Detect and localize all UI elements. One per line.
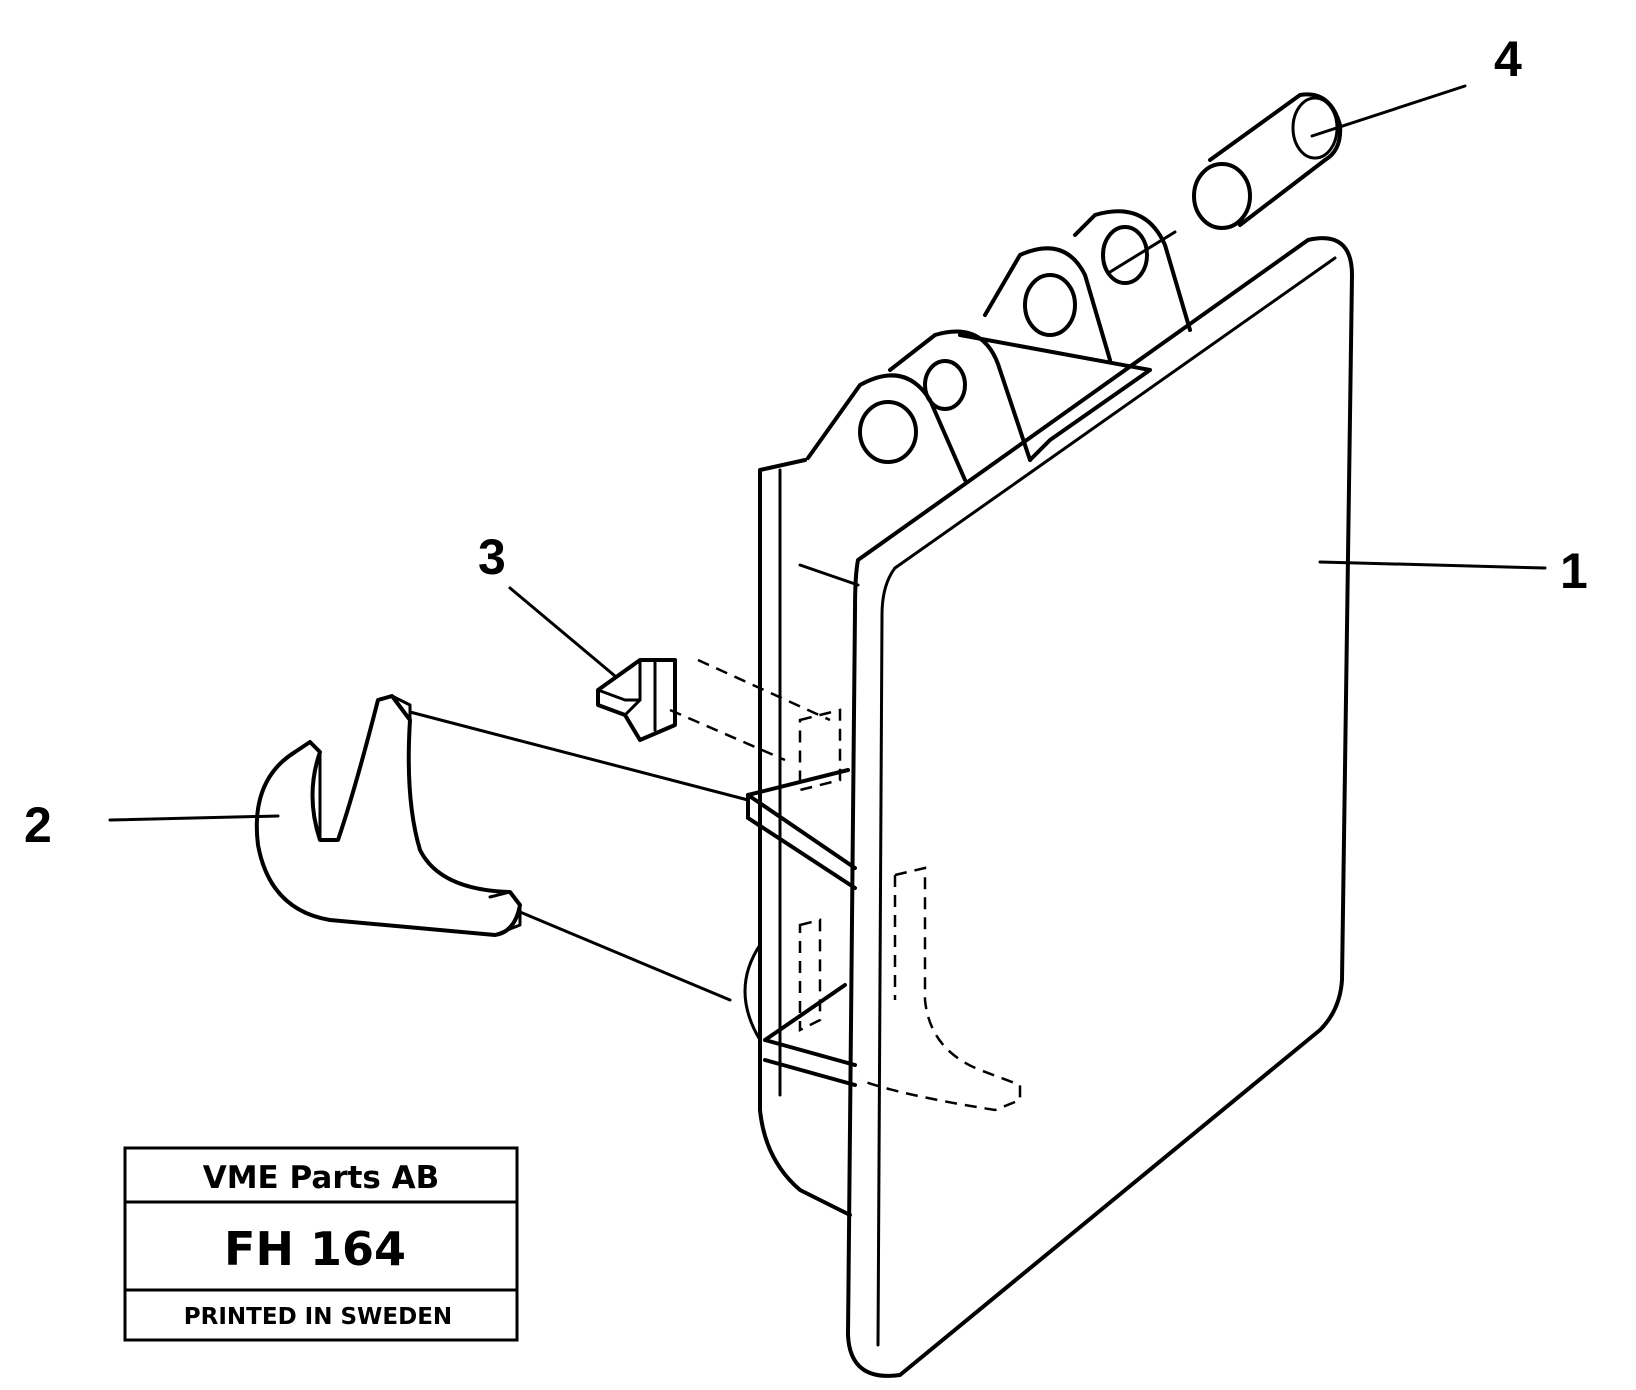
bracket-hole-right-2 xyxy=(1101,225,1149,285)
leader-3 xyxy=(508,586,617,678)
callout-1: 1 xyxy=(1560,543,1588,599)
guide-hook-bottom xyxy=(518,910,732,1002)
callout-3: 3 xyxy=(478,529,506,585)
bracket-hole-left xyxy=(858,400,918,464)
bracket-ear-right-1 xyxy=(983,246,1112,362)
frame-crossbar-2 xyxy=(763,983,857,1087)
plate-inner-edge xyxy=(893,256,1337,570)
pin-far-cap xyxy=(1291,96,1339,160)
title-box: VME Parts AB FH 164 PRINTED IN SWEDEN xyxy=(123,1146,519,1342)
company-name: VME Parts AB xyxy=(203,1160,440,1196)
block-outline xyxy=(596,658,677,742)
hook-tip-left xyxy=(293,740,322,842)
pin-body xyxy=(1208,92,1343,227)
callout-2: 2 xyxy=(24,797,52,853)
frame-rib-top xyxy=(798,563,860,587)
bracket-hole-middle xyxy=(923,359,967,411)
part-3-block xyxy=(596,658,677,742)
hidden-hook xyxy=(859,866,1022,1112)
hook-end xyxy=(488,890,522,937)
bracket-hole-right-1 xyxy=(1023,273,1077,337)
hook-tip-right xyxy=(390,694,412,722)
leader-1 xyxy=(1318,560,1547,570)
guide-hook-top xyxy=(408,710,750,802)
bracket-ear-right-2 xyxy=(1073,209,1192,332)
title-box-frame xyxy=(123,1146,519,1342)
leader-4 xyxy=(1310,84,1467,138)
drawing-code: FH 164 xyxy=(224,1222,406,1276)
frame-crossbar-1 xyxy=(746,768,857,890)
hidden-hook-curve xyxy=(743,943,762,1042)
part-4-pin xyxy=(1192,92,1343,230)
bracket-ear-left xyxy=(806,373,967,482)
guide-pin xyxy=(1108,230,1177,274)
plate-front-face xyxy=(876,566,897,1347)
pin-end-cap xyxy=(1192,162,1252,230)
leader-2 xyxy=(108,814,280,822)
hidden-block xyxy=(798,708,842,1033)
hidden-guide-lines xyxy=(669,658,831,762)
part-2-hook xyxy=(254,694,522,937)
callout-4: 4 xyxy=(1494,31,1522,87)
part-1-plate-assembly xyxy=(669,209,1354,1378)
leader-lines xyxy=(108,84,1547,822)
plate-outline xyxy=(846,236,1354,1378)
bracket-base xyxy=(958,333,1152,462)
block-faces xyxy=(596,658,657,732)
hook-outline xyxy=(254,694,522,937)
bracket-ear-middle xyxy=(888,329,1032,462)
assembly-guide-lines xyxy=(408,230,1177,1002)
printed-in-label: PRINTED IN SWEDEN xyxy=(184,1304,452,1330)
side-frame xyxy=(758,458,852,1217)
